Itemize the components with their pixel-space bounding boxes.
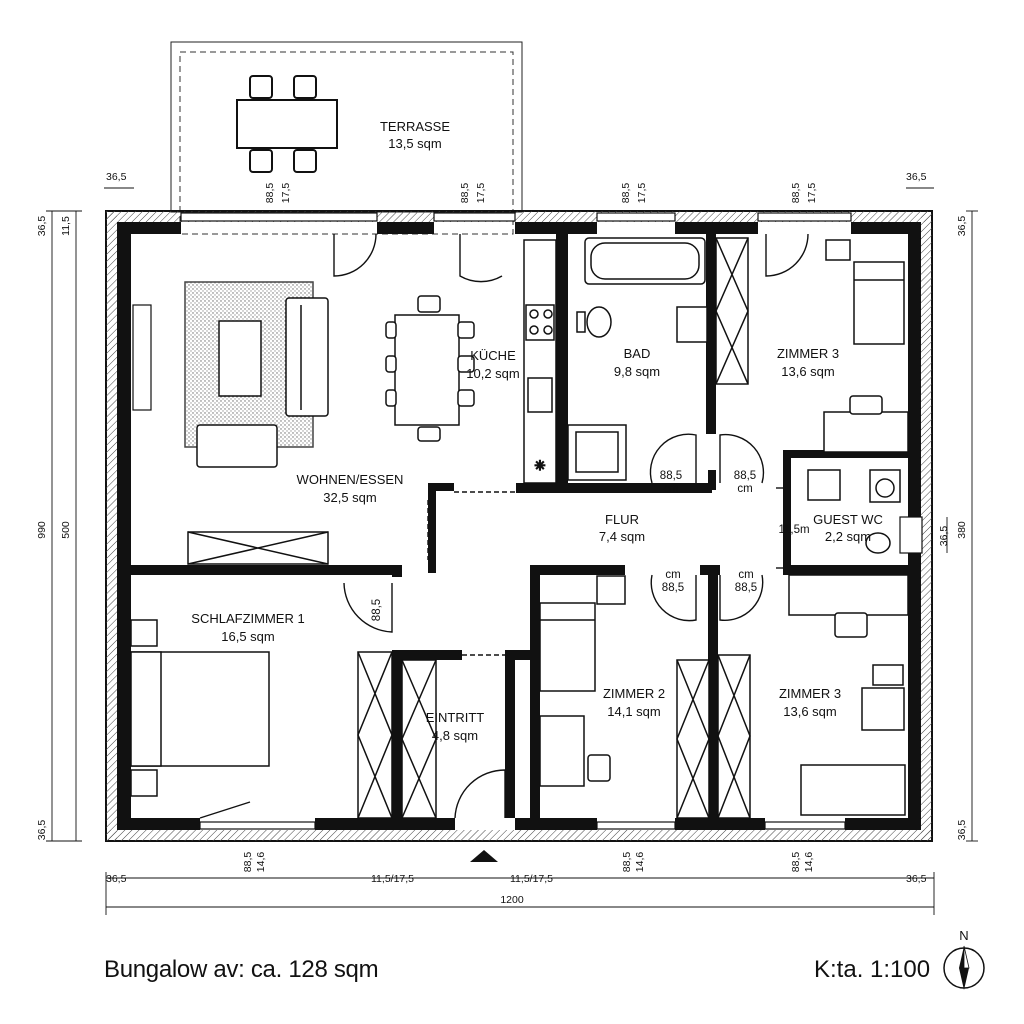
room-name-flur: FLUR <box>605 512 639 527</box>
room-area-wohnen: 32,5 sqm <box>323 490 376 505</box>
dim-left-top-a: 36,5 <box>36 216 48 237</box>
dim-top-right: 36,5 <box>906 171 927 183</box>
door-label-bad-1: 88,5 <box>660 470 682 482</box>
room-name-terrasse: TERRASSE <box>380 119 450 134</box>
dim-top-left: 36,5 <box>106 171 127 183</box>
dimension-labels: 36,5 36,5 88,5 17,5 88,5 17,5 88,5 17,5 … <box>36 171 968 906</box>
door-labels: 88,5 cm 88,5 cm cm 88,5 cm 88,5 88,5 11,… <box>371 470 810 621</box>
dim-left-top-b: 11,5 <box>60 216 72 236</box>
room-area-eintritt: 4,8 sqm <box>432 728 478 743</box>
walls <box>117 222 921 830</box>
door-label-z2-1: cm <box>665 569 680 581</box>
dim-right-mid-a: 36,5 <box>938 526 950 547</box>
dim-top-win1-a: 88,5 <box>264 183 276 204</box>
dim-bottom-total: 1200 <box>500 894 524 906</box>
terrace-table <box>236 75 338 173</box>
dim-left-inner: 500 <box>60 521 72 539</box>
room-area-schlafzimmer1: 16,5 sqm <box>221 629 274 644</box>
room-area-guest-wc: 2,2 sqm <box>825 529 871 544</box>
zimmer2-furniture <box>539 575 710 819</box>
door-label-z3-2: cm <box>737 483 752 495</box>
door-label-z3-1: 88,5 <box>734 470 756 482</box>
dim-bottom-win1-b: 14,6 <box>255 852 267 873</box>
room-name-zimmer2: ZIMMER 2 <box>603 686 665 701</box>
asterisk-icon: ✳ <box>535 458 546 473</box>
zimmer3-bottom-furniture <box>717 574 909 819</box>
dim-bottom-left: 36,5 <box>106 873 127 885</box>
kitchen-furniture: ✳ <box>523 239 557 484</box>
door-label-schlaf: 88,5 <box>371 599 383 621</box>
bath-furniture <box>567 237 749 481</box>
dim-left-bottom: 36,5 <box>36 820 48 841</box>
dim-bottom-mid1: 11,5/17,5 <box>371 873 414 885</box>
room-labels: TERRASSE 13,5 sqm WOHNEN/ESSEN 32,5 sqm … <box>191 119 883 743</box>
compass: N <box>943 928 985 990</box>
dim-bottom-win3-b: 14,6 <box>803 852 815 873</box>
dim-bottom-mid2: 11,5/17,5 <box>510 873 553 885</box>
terrace <box>170 41 523 235</box>
compass-north-label: N <box>959 928 968 943</box>
dim-top-win4-b: 17,5 <box>806 183 818 204</box>
dim-bottom-win3-a: 88,5 <box>790 852 802 873</box>
dim-left-total: 990 <box>36 521 48 539</box>
room-area-bad: 9,8 sqm <box>614 364 660 379</box>
room-area-terrasse: 13,5 sqm <box>388 136 441 151</box>
schlafzimmer1-furniture <box>130 619 437 819</box>
door-label-z3b-2: 88,5 <box>735 582 757 594</box>
living-furniture <box>184 281 475 565</box>
room-name-guest-wc: GUEST WC <box>813 512 883 527</box>
dim-top-win2-a: 88,5 <box>459 183 471 204</box>
dim-top-win3-b: 17,5 <box>636 183 648 204</box>
dim-bottom-right: 36,5 <box>906 873 927 885</box>
room-area-zimmer2: 14,1 sqm <box>607 704 660 719</box>
dim-top-win1-b: 17,5 <box>280 183 292 204</box>
room-name-zimmer3-bottom: ZIMMER 3 <box>779 686 841 701</box>
dim-bottom-win1-a: 88,5 <box>242 852 254 873</box>
room-name-eintritt: EINTRITT <box>426 710 485 725</box>
dim-bottom-win2-b: 14,6 <box>634 852 646 873</box>
guest-wc-furniture <box>807 469 901 554</box>
dim-top-win3-a: 88,5 <box>620 183 632 204</box>
entrance-arrow-icon <box>470 850 498 862</box>
doors <box>199 233 809 819</box>
door-label-bad-2: cm <box>663 483 678 495</box>
dim-top-win4-a: 88,5 <box>790 183 802 204</box>
room-area-kueche: 10,2 sqm <box>466 366 519 381</box>
dim-bottom-win2-a: 88,5 <box>621 852 633 873</box>
dim-right-bottom: 36,5 <box>956 820 968 841</box>
room-area-zimmer3-top: 13,6 sqm <box>781 364 834 379</box>
outer-walls <box>105 210 933 842</box>
dim-right-top: 36,5 <box>956 216 968 237</box>
room-area-flur: 7,4 sqm <box>599 529 645 544</box>
windows <box>132 212 923 830</box>
zimmer3-top-furniture <box>823 239 909 453</box>
dim-right-mid-b: 380 <box>956 521 968 539</box>
door-label-z3b-1: cm <box>738 569 753 581</box>
room-name-wohnen: WOHNEN/ESSEN <box>297 472 404 487</box>
plan-title: Bungalow av: ca. 128 sqm <box>104 956 379 983</box>
plan-scale: K:ta. 1:100 <box>814 956 931 983</box>
door-label-z2-2: 88,5 <box>662 582 684 594</box>
dim-top-win2-b: 17,5 <box>475 183 487 204</box>
door-label-wc: 11,5m <box>778 524 809 536</box>
room-area-zimmer3-bottom: 13,6 sqm <box>783 704 836 719</box>
room-name-bad: BAD <box>624 346 651 361</box>
dimension-lines <box>46 187 978 915</box>
room-name-schlafzimmer1: SCHLAFZIMMER 1 <box>191 611 304 626</box>
room-name-zimmer3-top: ZIMMER 3 <box>777 346 839 361</box>
room-name-kueche: KÜCHE <box>470 348 516 363</box>
